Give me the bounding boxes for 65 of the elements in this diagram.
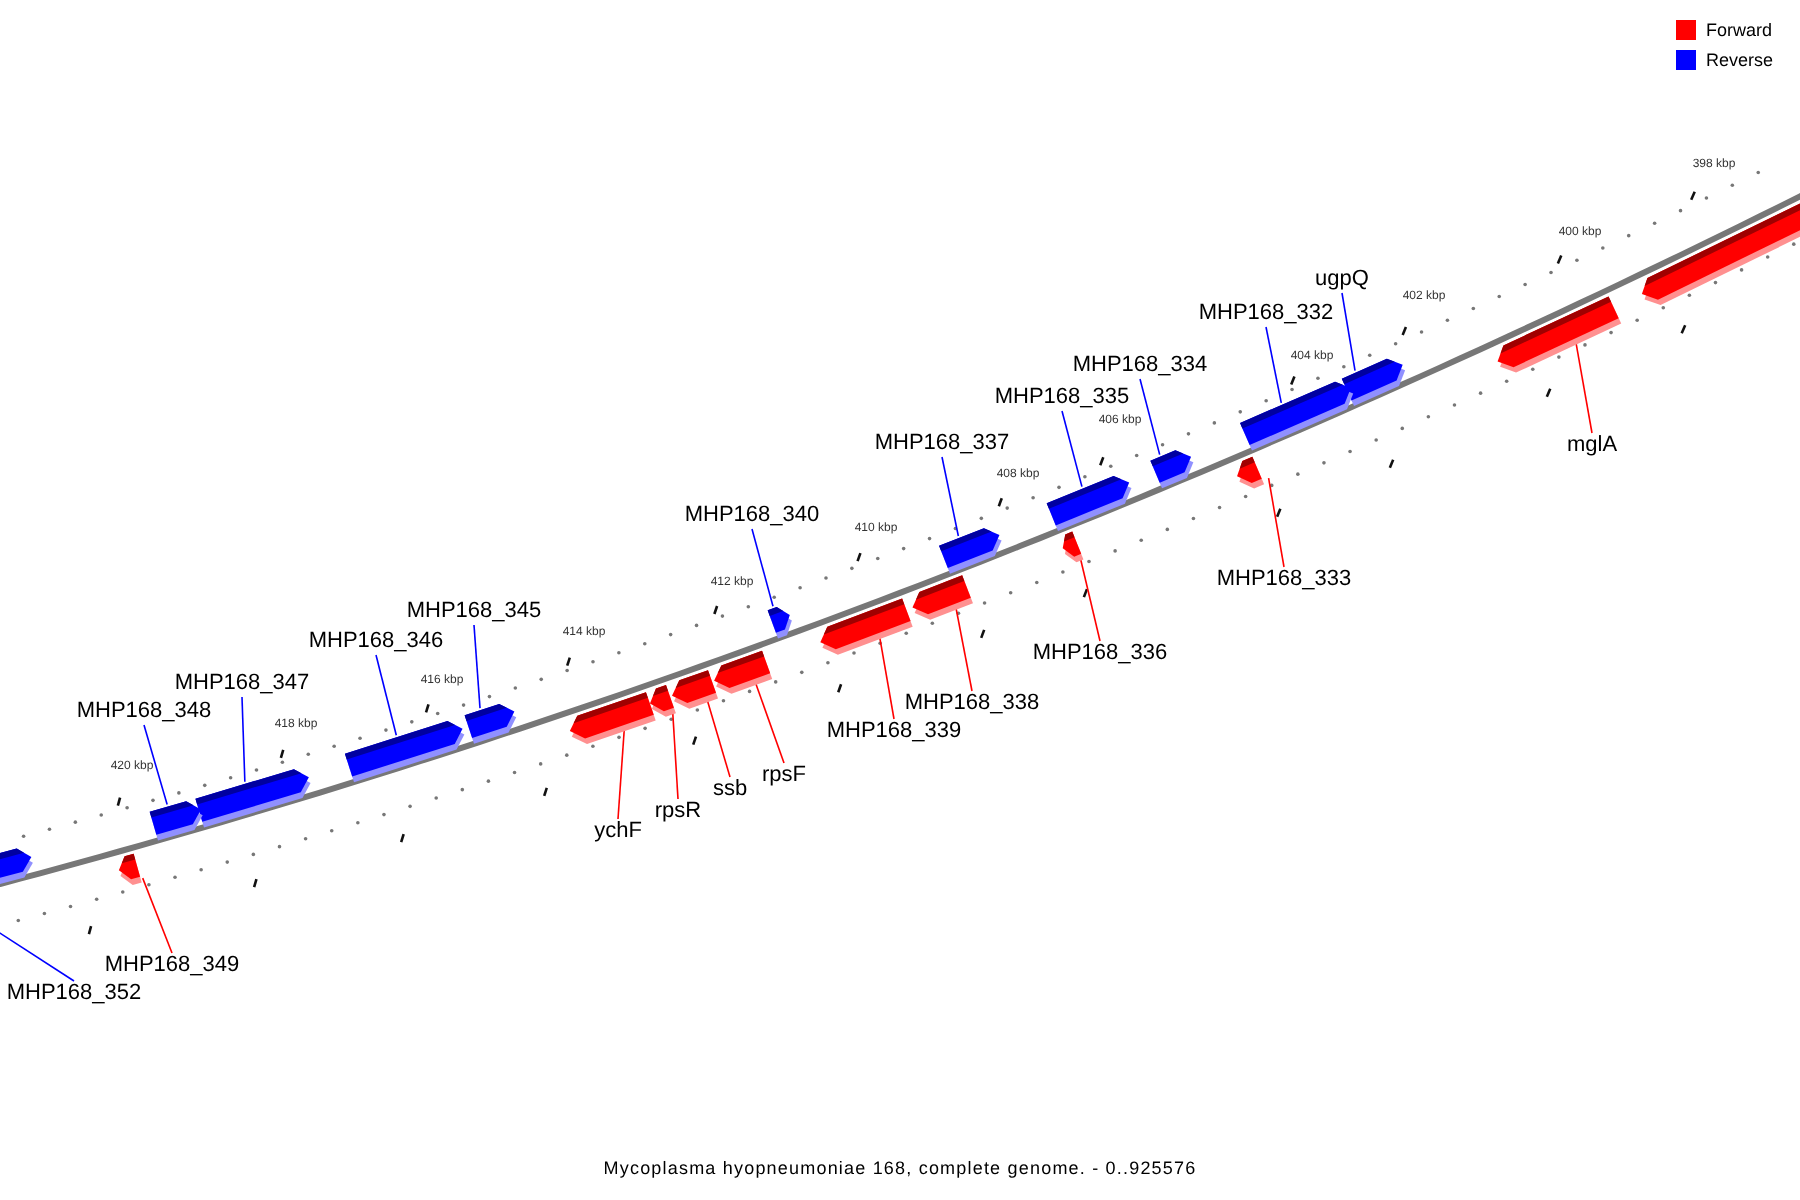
gene-block — [1062, 531, 1084, 563]
gene-block — [939, 528, 1002, 574]
gene-label: MHP168_337 — [874, 431, 1010, 457]
leader-line — [1061, 410, 1083, 488]
leader-line — [878, 634, 895, 720]
gene-block — [1046, 475, 1132, 531]
gene-block — [569, 692, 656, 745]
gene-label: MHP168_347 — [174, 671, 310, 697]
gene-block — [1237, 456, 1265, 489]
leader-line — [241, 696, 246, 783]
gene-label: MHP168_348 — [76, 699, 212, 725]
legend-label: Forward — [1706, 20, 1773, 42]
gene-block — [649, 685, 676, 717]
gene-label: MHP168_333 — [1216, 567, 1352, 593]
leader-line — [1139, 378, 1161, 456]
leader-line — [473, 624, 481, 709]
leader-line — [671, 709, 679, 800]
gene-block — [118, 853, 142, 886]
caption: Mycoplasma hyopneumoniae 168, complete genome. - 0..925576 — [603, 1156, 1197, 1180]
gene-block — [344, 721, 465, 783]
gene-label: ssb — [712, 777, 748, 803]
gene-block — [149, 801, 203, 841]
gene-label: MHP168_346 — [308, 629, 444, 655]
leader-line — [754, 680, 785, 764]
gene-label: rpsF — [762, 763, 806, 789]
gene-block — [912, 575, 973, 620]
leader-line — [375, 654, 398, 736]
gene-label: ychF — [594, 819, 642, 845]
leader-line — [141, 877, 173, 954]
leader-line — [941, 456, 960, 537]
gene-block — [464, 703, 517, 744]
gene-label: ugpQ — [1315, 267, 1369, 293]
gene-label: MHP168_339 — [826, 719, 962, 745]
leader-line — [1341, 292, 1356, 372]
leader-line — [617, 726, 626, 820]
gene-block — [820, 598, 913, 655]
leader-line — [143, 724, 168, 806]
gene-label: MHP168_338 — [904, 691, 1040, 717]
gene-label: MHP168_349 — [104, 953, 240, 979]
leader-line — [954, 604, 973, 692]
leader-line — [1265, 326, 1283, 404]
gene-label: MHP168_340 — [684, 503, 820, 529]
gene-label: rpsR — [654, 799, 702, 825]
gene-label: MHP168_345 — [406, 599, 542, 625]
gene-label: MHP168_336 — [1032, 641, 1168, 667]
leader-line — [1079, 555, 1101, 642]
leader-line — [1574, 339, 1593, 434]
gene-label: MHP168_334 — [1072, 353, 1208, 379]
gene-label: MHP168_352 — [6, 981, 142, 1007]
gene-block — [1497, 296, 1622, 373]
leader-line — [751, 528, 774, 608]
legend-label: Reverse — [1706, 50, 1774, 72]
gene-block — [195, 769, 311, 828]
gene-block — [1341, 358, 1406, 407]
gene-block — [1150, 450, 1194, 489]
gene-block — [767, 607, 792, 639]
gene-block — [1240, 381, 1354, 451]
gene-label: MHP168_332 — [1198, 301, 1334, 327]
gene-label: MHP168_335 — [994, 385, 1130, 411]
leader-line — [1267, 477, 1285, 568]
leader-line — [705, 697, 731, 778]
gene-label: mglA — [1566, 433, 1618, 459]
gene-block — [714, 650, 773, 694]
gene-block — [0, 848, 33, 890]
leader-line — [0, 927, 75, 982]
